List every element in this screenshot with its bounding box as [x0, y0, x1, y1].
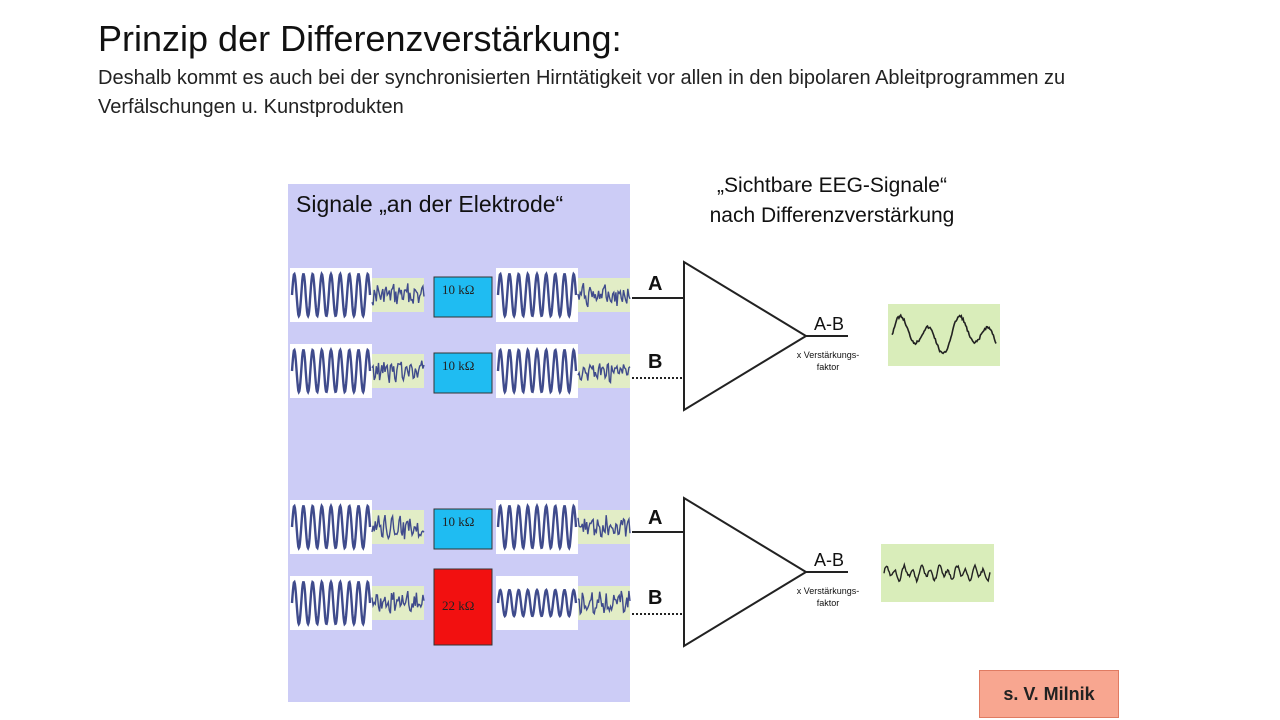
noise-wave [371, 283, 425, 306]
input-a-label: A [648, 273, 662, 295]
resistor-box [433, 276, 493, 318]
electrode-wave [290, 502, 372, 551]
visible-signals-title-2: nach Differenzverstärkung [710, 204, 955, 227]
gain-label-1: x Verstärkungs- [797, 350, 860, 360]
gain-label-1: x Verstärkungs- [797, 586, 860, 596]
slide-subtitle: Deshalb kommt es auch bei der synchronis… [98, 67, 1066, 118]
noise-wave [577, 362, 631, 385]
input-b-label: B [648, 351, 662, 373]
noise-wave [371, 513, 425, 541]
electrode-wave [290, 578, 372, 627]
resistor-label: 10 kΩ [442, 358, 474, 373]
resistor-label: 22 kΩ [442, 598, 474, 613]
input-a-label: A [648, 507, 662, 529]
resistor-box [433, 352, 493, 394]
signal-row-2: 10 kΩ [290, 344, 631, 398]
amplified-wave [496, 502, 578, 551]
noise-wave [577, 283, 631, 308]
slide-title: Prinzip der Differenzverstärkung: [98, 18, 622, 59]
signal-row-3: 10 kΩ [290, 500, 631, 554]
electrode-wave [290, 346, 372, 395]
output-signal-2 [883, 562, 991, 584]
resistor-box [433, 568, 493, 646]
noise-wave [577, 515, 631, 538]
amplifier-1: A B A-B x Verstärkungs- faktor [632, 256, 870, 416]
noise-wave [371, 590, 425, 614]
output-signal-1-bg [888, 304, 1000, 366]
gain-label-2: faktor [817, 598, 840, 608]
amplifier-triangle [683, 260, 808, 412]
electrode-wave [290, 270, 372, 319]
noise-wave [577, 590, 631, 616]
amplified-wave-bg [496, 576, 578, 630]
visible-signals-title-1: „Sichtbare EEG-Signale“ [717, 174, 947, 197]
signal-row-1: 10 kΩ [290, 268, 631, 322]
resistor-label: 10 kΩ [442, 282, 474, 297]
output-label: A-B [814, 314, 844, 334]
gain-label-2: faktor [817, 362, 840, 372]
credit-badge: s. V. Milnik [979, 670, 1119, 718]
input-b-label: B [648, 587, 662, 609]
output-signal-1 [891, 313, 997, 355]
output-label: A-B [814, 550, 844, 570]
amplified-wave [496, 270, 578, 319]
resistor-box [433, 508, 493, 550]
amplifier-2: A B A-B x Verstärkungs- faktor [632, 492, 870, 654]
noise-bg [578, 278, 630, 312]
signal-row-4: 22 kΩ [290, 568, 631, 646]
noise-wave [371, 360, 425, 383]
amplified-wave [496, 587, 578, 619]
electrode-panel-title: Signale „an der Elektrode“ [296, 191, 563, 217]
amplifier-triangle [683, 496, 808, 648]
resistor-label: 10 kΩ [442, 514, 474, 529]
amplified-wave [496, 346, 578, 395]
